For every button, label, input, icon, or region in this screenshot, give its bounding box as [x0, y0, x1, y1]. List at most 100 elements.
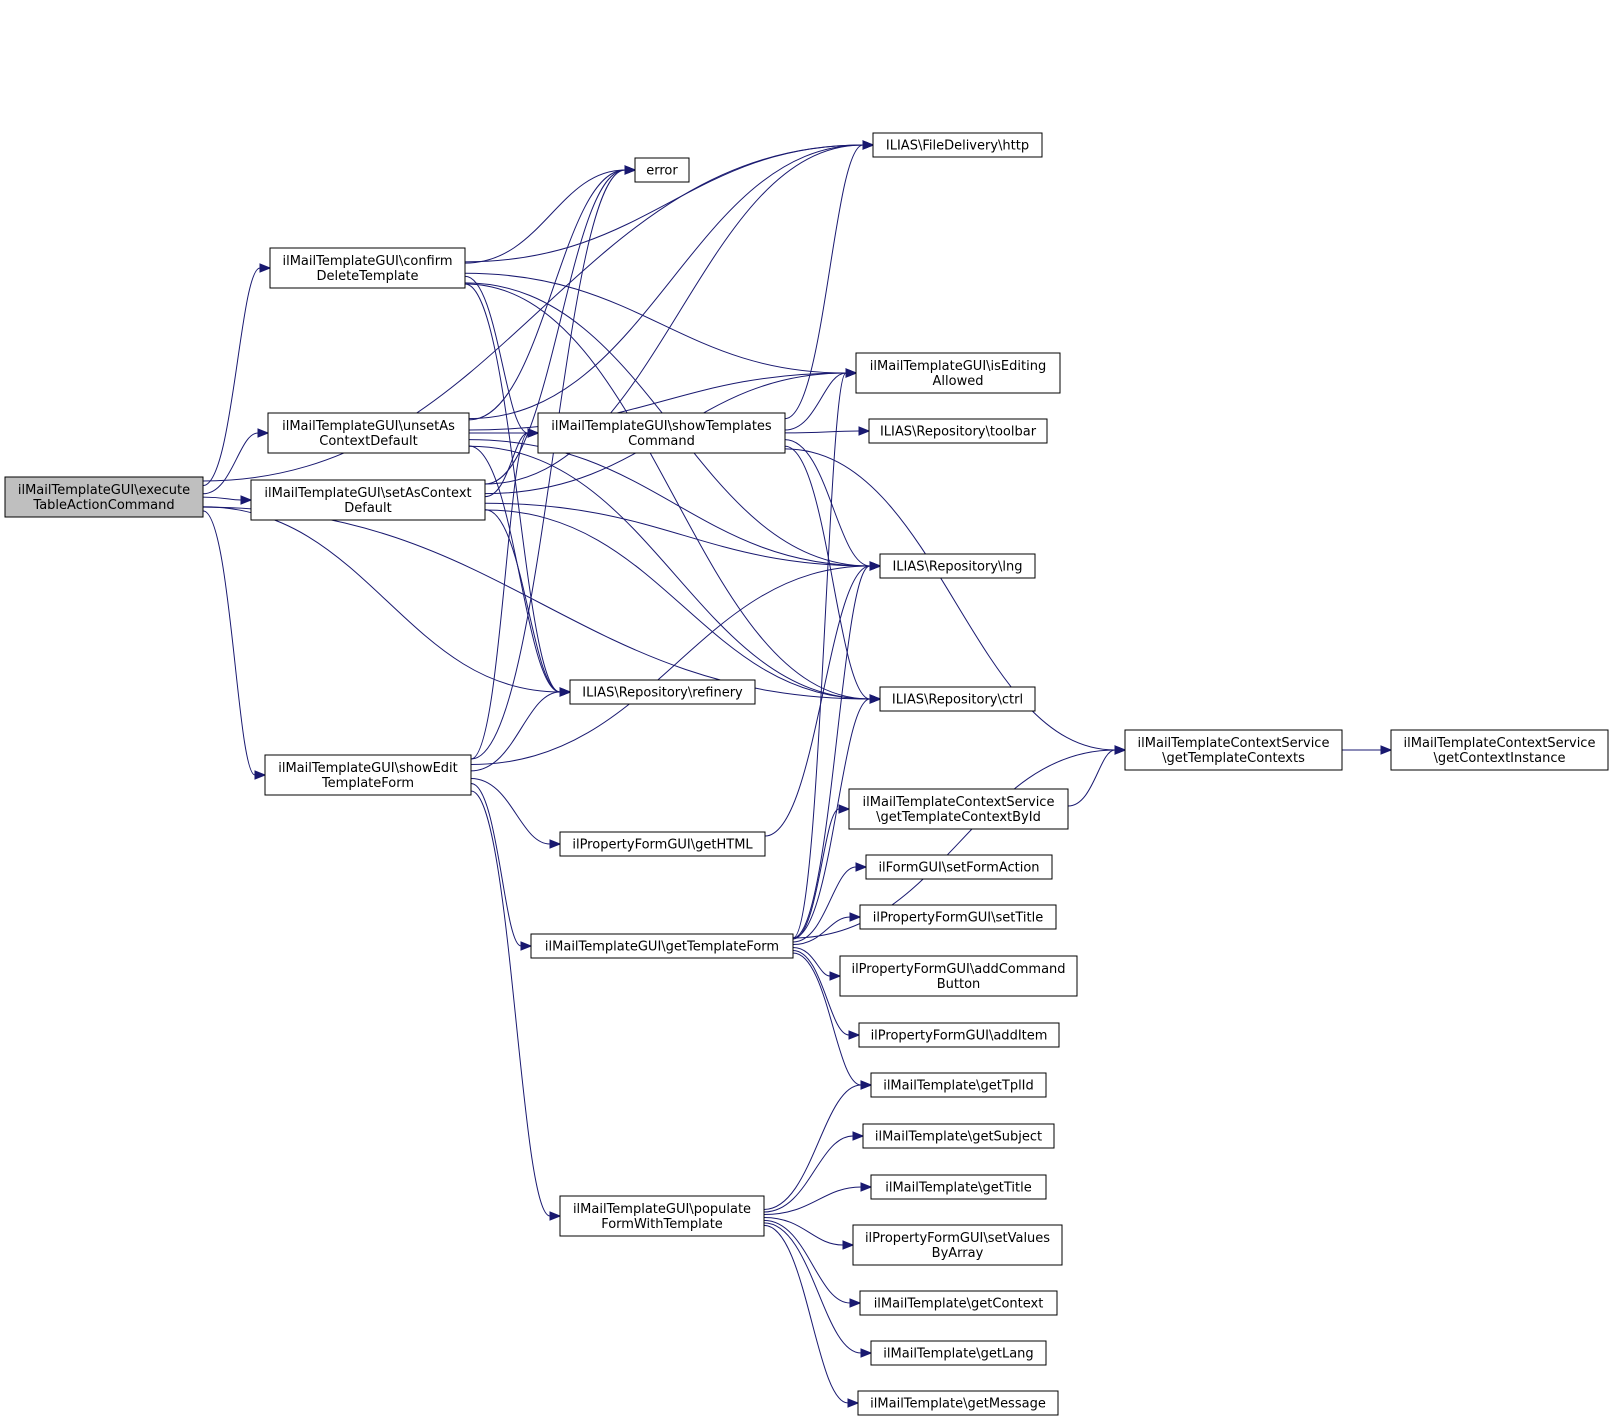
- edge-unset-to-http: [468, 140, 875, 420]
- edge-gettf-to-ctrl: [792, 694, 882, 939]
- edge-unset-to-error: [468, 165, 637, 421]
- node-label: ilFormGUI\setFormAction: [878, 861, 1039, 876]
- node-box: [872, 132, 1043, 158]
- edge-showedit-to-showtpl: [470, 428, 540, 760]
- node-box: [4, 476, 204, 518]
- node-box: [559, 831, 766, 857]
- node-label: ilMailTemplate\getLang: [883, 1347, 1033, 1362]
- node-toolbar[interactable]: ILIAS\Repository\toolbar: [868, 418, 1048, 444]
- nodes-layer: ilMailTemplateGUI\executeTableActionComm…: [4, 132, 1609, 1416]
- node-label: ilPropertyFormGUI\setTitle: [873, 911, 1044, 926]
- node-label: TableActionCommand: [32, 498, 174, 513]
- node-box: [537, 412, 786, 454]
- node-label: ilMailTemplateContextService: [1404, 736, 1596, 751]
- node-label: ilMailTemplateGUI\getTemplateForm: [545, 940, 779, 955]
- edge-populate-to-context: [763, 1219, 862, 1308]
- node-box: [870, 1174, 1047, 1200]
- node-label: ilPropertyFormGUI\getHTML: [572, 838, 753, 853]
- node-box: [839, 955, 1078, 997]
- node-context[interactable]: ilMailTemplate\getContext: [859, 1290, 1058, 1316]
- node-lng[interactable]: ILIAS\Repository\lng: [879, 553, 1036, 579]
- node-label: FormWithTemplate: [601, 1217, 723, 1232]
- node-error[interactable]: error: [634, 157, 690, 183]
- node-ctxbyid[interactable]: ilMailTemplateContextService\getTemplate…: [848, 788, 1069, 830]
- node-exec[interactable]: ilMailTemplateGUI\executeTableActionComm…: [4, 476, 204, 518]
- node-label: ILIAS\Repository\refinery: [582, 686, 743, 701]
- node-label: ilMailTemplateGUI\populate: [573, 1202, 751, 1217]
- node-formact[interactable]: ilFormGUI\setFormAction: [865, 854, 1053, 880]
- node-box: [855, 352, 1061, 394]
- node-box: [634, 157, 690, 183]
- node-label: ilPropertyFormGUI\addItem: [871, 1029, 1048, 1044]
- node-box: [859, 1290, 1058, 1316]
- node-box: [250, 479, 486, 521]
- edge-showedit-to-refinery: [470, 687, 572, 772]
- node-label: ilMailTemplateContextService: [1138, 736, 1330, 751]
- edge-gettf-to-ctxbyid: [792, 804, 851, 940]
- edge-populate-to-title: [763, 1182, 873, 1216]
- node-box: [1390, 729, 1609, 771]
- node-box: [858, 1022, 1060, 1048]
- node-label: Default: [344, 501, 392, 516]
- edge-gettf-to-isedit: [792, 368, 858, 939]
- edge-showtpl-to-toolbar: [784, 426, 871, 436]
- node-box: [267, 412, 470, 454]
- node-label: ByArray: [932, 1246, 984, 1261]
- edge-populate-to-setvals: [763, 1216, 855, 1250]
- edge-ctxs-to-ctxinst: [1342, 745, 1393, 755]
- node-label: Button: [937, 977, 981, 992]
- node-box: [1124, 729, 1343, 771]
- node-ctxs[interactable]: ilMailTemplateContextService\getTemplate…: [1124, 729, 1343, 771]
- node-box: [559, 1195, 765, 1237]
- edge-exec-to-refinery: [202, 506, 572, 697]
- edge-gettf-to-formact: [792, 862, 868, 943]
- node-label: ILIAS\Repository\lng: [892, 560, 1022, 575]
- node-refinery[interactable]: ILIAS\Repository\refinery: [569, 679, 756, 705]
- edge-exec-to-confirm: [202, 263, 272, 487]
- node-label: Command: [628, 434, 695, 449]
- node-label: ilPropertyFormGUI\addCommand: [851, 962, 1065, 977]
- node-label: Allowed: [933, 374, 984, 389]
- edge-gettf-to-lng: [792, 561, 882, 939]
- node-message[interactable]: ilMailTemplate\getMessage: [857, 1390, 1059, 1416]
- node-tplid[interactable]: ilMailTemplate\getTplId: [870, 1072, 1047, 1098]
- node-label: \getTemplateContexts: [1162, 751, 1305, 766]
- node-label: ilMailTemplate\getTitle: [885, 1181, 1032, 1196]
- node-gettf[interactable]: ilMailTemplateGUI\getTemplateForm: [530, 933, 794, 959]
- node-settitle[interactable]: ilPropertyFormGUI\setTitle: [859, 904, 1057, 930]
- node-lang[interactable]: ilMailTemplate\getLang: [870, 1340, 1047, 1366]
- node-label: ilMailTemplateGUI\execute: [18, 483, 190, 498]
- node-ctxinst[interactable]: ilMailTemplateContextService\getContextI…: [1390, 729, 1609, 771]
- node-label: ILIAS\Repository\toolbar: [880, 425, 1037, 440]
- edge-populate-to-subject: [763, 1131, 865, 1213]
- node-label: ILIAS\Repository\ctrl: [892, 693, 1023, 708]
- node-box: [859, 904, 1057, 930]
- node-populate[interactable]: ilMailTemplateGUI\populateFormWithTempla…: [559, 1195, 765, 1237]
- node-label: ilMailTemplateGUI\setAsContext: [264, 486, 471, 501]
- node-gethtml[interactable]: ilPropertyFormGUI\getHTML: [559, 831, 766, 857]
- node-additem[interactable]: ilPropertyFormGUI\addItem: [858, 1022, 1060, 1048]
- edge-gettf-to-additem: [792, 949, 861, 1040]
- node-ctrl[interactable]: ILIAS\Repository\ctrl: [879, 686, 1036, 712]
- node-http[interactable]: ILIAS\FileDelivery\http: [872, 132, 1043, 158]
- node-label: \getTemplateContextById: [876, 810, 1041, 825]
- edge-confirm-to-ctrl: [464, 283, 882, 704]
- node-label: ContextDefault: [319, 434, 417, 449]
- node-box: [870, 1340, 1047, 1366]
- node-title[interactable]: ilMailTemplate\getTitle: [870, 1174, 1047, 1200]
- edge-exec-to-setas: [202, 495, 253, 505]
- edge-setas-to-showtpl: [484, 428, 540, 498]
- node-label: ilPropertyFormGUI\setValues: [865, 1231, 1050, 1246]
- node-subject[interactable]: ilMailTemplate\getSubject: [862, 1123, 1055, 1149]
- node-box: [857, 1390, 1059, 1416]
- edge-showedit-to-error: [470, 165, 637, 760]
